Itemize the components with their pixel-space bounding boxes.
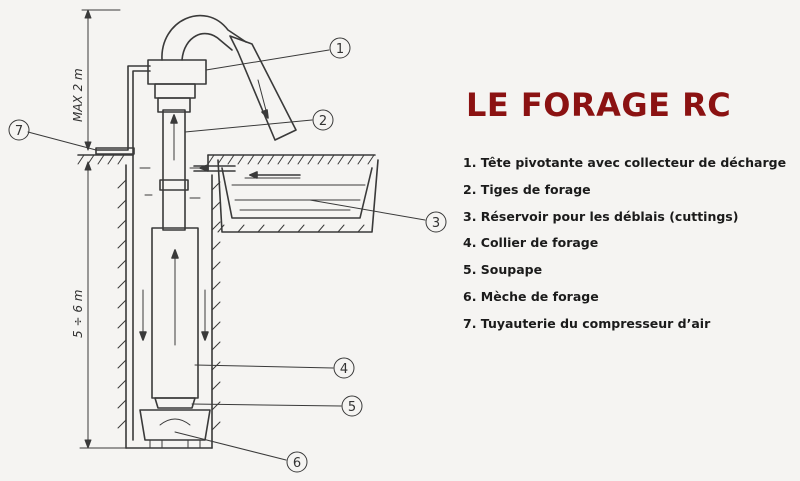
callout-4: 4 xyxy=(194,357,355,379)
legend-item: 1. Tête pivotante avec collecteur de déc… xyxy=(463,155,787,170)
borehole xyxy=(117,164,221,449)
legend-item: 7. Tuyauterie du compresseur d’air xyxy=(463,315,711,331)
callout-7: 7 xyxy=(8,119,97,151)
svg-text:7: 7 xyxy=(15,124,23,139)
dimension-upper: MAX 2 m xyxy=(71,68,85,122)
page-title: LE FORAGE RC xyxy=(466,86,732,124)
svg-text:1: 1 xyxy=(336,42,344,57)
legend-item: 5. Soupape xyxy=(463,262,543,278)
dimension-lower: 5 ÷ 6 m xyxy=(71,290,85,338)
legend-item: 6. Mèche de forage xyxy=(463,288,599,304)
callout-6: 6 xyxy=(174,431,308,473)
compressor-pipe xyxy=(95,65,151,156)
ground-surface xyxy=(77,154,376,441)
svg-text:2: 2 xyxy=(319,114,327,129)
legend-item: 2. Tiges de forage xyxy=(463,181,591,197)
legend-item: 3. Réservoir pour les déblais (cuttings) xyxy=(463,208,739,224)
drill-string xyxy=(139,97,211,449)
callout-1: 1 xyxy=(205,37,351,71)
swivel-head xyxy=(147,14,297,141)
callout-3: 3 xyxy=(309,199,447,233)
svg-text:3: 3 xyxy=(432,216,440,231)
dimension-lines xyxy=(79,9,127,449)
svg-text:5: 5 xyxy=(348,400,356,415)
legend-item: 4. Collier de forage xyxy=(463,235,599,251)
callout-5: 5 xyxy=(191,395,363,417)
cuttings-reservoir xyxy=(193,159,379,233)
legend-list: 1. Tête pivotante avec collecteur de déc… xyxy=(463,153,786,341)
callouts: 1 2 3 4 5 6 7 xyxy=(8,37,447,473)
svg-text:4: 4 xyxy=(340,362,348,377)
svg-text:6: 6 xyxy=(293,456,301,471)
callout-2: 2 xyxy=(184,109,334,133)
